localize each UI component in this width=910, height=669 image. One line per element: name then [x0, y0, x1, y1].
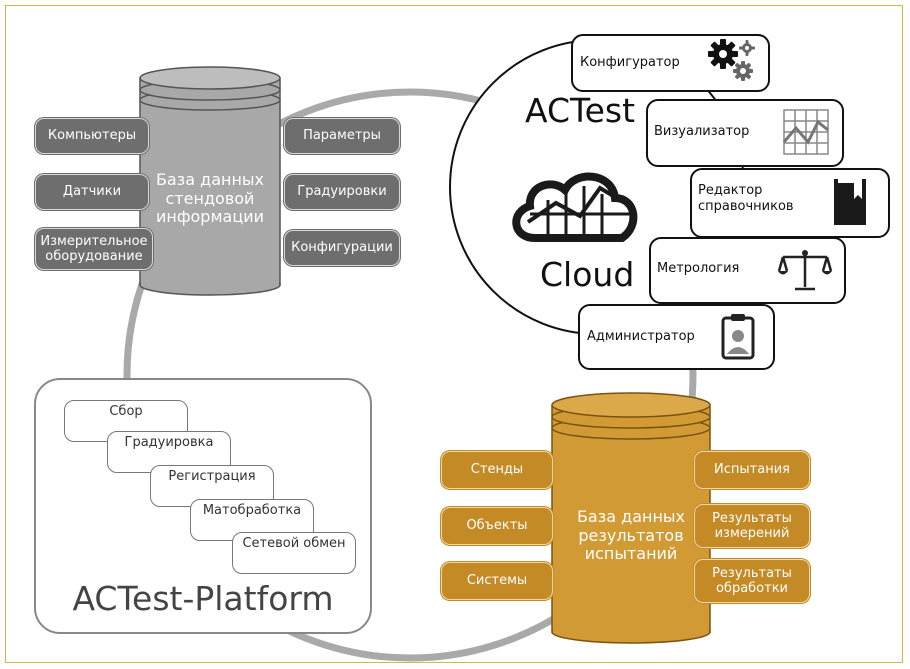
- results-item-objects: Объекты: [441, 507, 553, 545]
- results-item-measurement-results: Результаты измерений: [694, 504, 810, 548]
- results-item-tests: Испытания: [694, 451, 810, 489]
- module-administrator-label: Администратор: [587, 329, 695, 344]
- connection-ring: [123, 88, 697, 662]
- module-visualizer[interactable]: Визуализатор: [646, 99, 844, 167]
- module-reference-editor-label: Редактор справочников: [698, 183, 794, 214]
- cloud-chart-icon: [512, 172, 638, 242]
- module-reference-editor[interactable]: Редактор справочников: [690, 168, 890, 238]
- stand-item-computers: Компьютеры: [35, 118, 149, 154]
- results-item-processing-results: Результаты обработки: [694, 559, 810, 603]
- book-icon: [834, 179, 866, 225]
- stand-item-sensors: Датчики: [35, 174, 149, 210]
- stand-item-configurations: Конфигурации: [284, 230, 400, 266]
- stand-db-cylinder: [139, 66, 281, 296]
- module-metrology[interactable]: Метрология: [649, 237, 846, 304]
- results-db-title: База данных результатов испытаний: [576, 506, 686, 564]
- platform-title: ACTest-Platform: [72, 579, 334, 618]
- results-item-stands: Стенды: [441, 451, 553, 489]
- results-db-cylinder: [551, 392, 711, 644]
- module-metrology-label: Метрология: [657, 261, 740, 276]
- module-administrator[interactable]: Администратор: [578, 304, 775, 370]
- platform-step-network-exchange: Сетевой обмен: [232, 532, 356, 574]
- chart-grid-icon: [782, 109, 829, 155]
- stand-item-equipment: Измерительное оборудование: [35, 228, 153, 270]
- diagram-frame: [5, 5, 903, 663]
- stand-item-parameters: Параметры: [284, 118, 400, 154]
- module-visualizer-label: Визуализатор: [654, 124, 750, 139]
- module-configurator[interactable]: Конфигуратор: [571, 34, 770, 92]
- module-configurator-label: Конфигуратор: [580, 55, 680, 70]
- cloud-title-top: ACTest: [525, 91, 636, 130]
- cloud-title-bottom: Cloud: [540, 255, 635, 294]
- id-badge-icon: [721, 314, 755, 360]
- stand-item-calibrations: Градуировки: [284, 174, 400, 210]
- gears-icon: [708, 39, 755, 81]
- scales-icon: [777, 250, 833, 291]
- stand-db-title: База данных стендовой информации: [155, 169, 265, 227]
- results-item-systems: Системы: [441, 562, 553, 600]
